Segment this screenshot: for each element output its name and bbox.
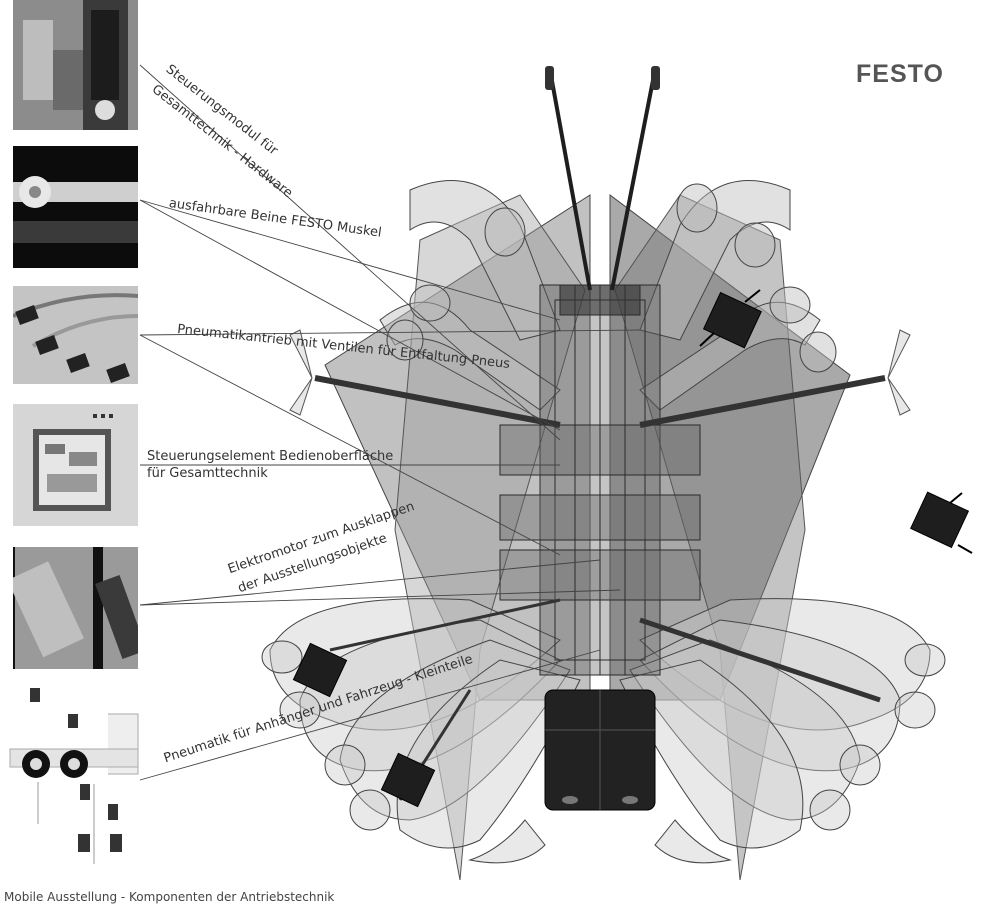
- photo-control-panel: [13, 404, 138, 526]
- label-control-element-line2: für Gesamttechnik: [147, 466, 268, 481]
- photo-electric-motor: [13, 547, 138, 669]
- figure-caption: Mobile Ausstellung - Komponenten der Ant…: [4, 890, 335, 904]
- photo-control-module: [13, 0, 138, 130]
- festo-logo: FESTO: [856, 60, 944, 88]
- photo-fluidic-muscle: [13, 146, 138, 268]
- photo-pneumatic-small-parts: [8, 684, 143, 894]
- photo-pneumatic-cables: [13, 286, 138, 384]
- label-control-element-line1: Steuerungselement Bedienoberfläche: [147, 449, 394, 464]
